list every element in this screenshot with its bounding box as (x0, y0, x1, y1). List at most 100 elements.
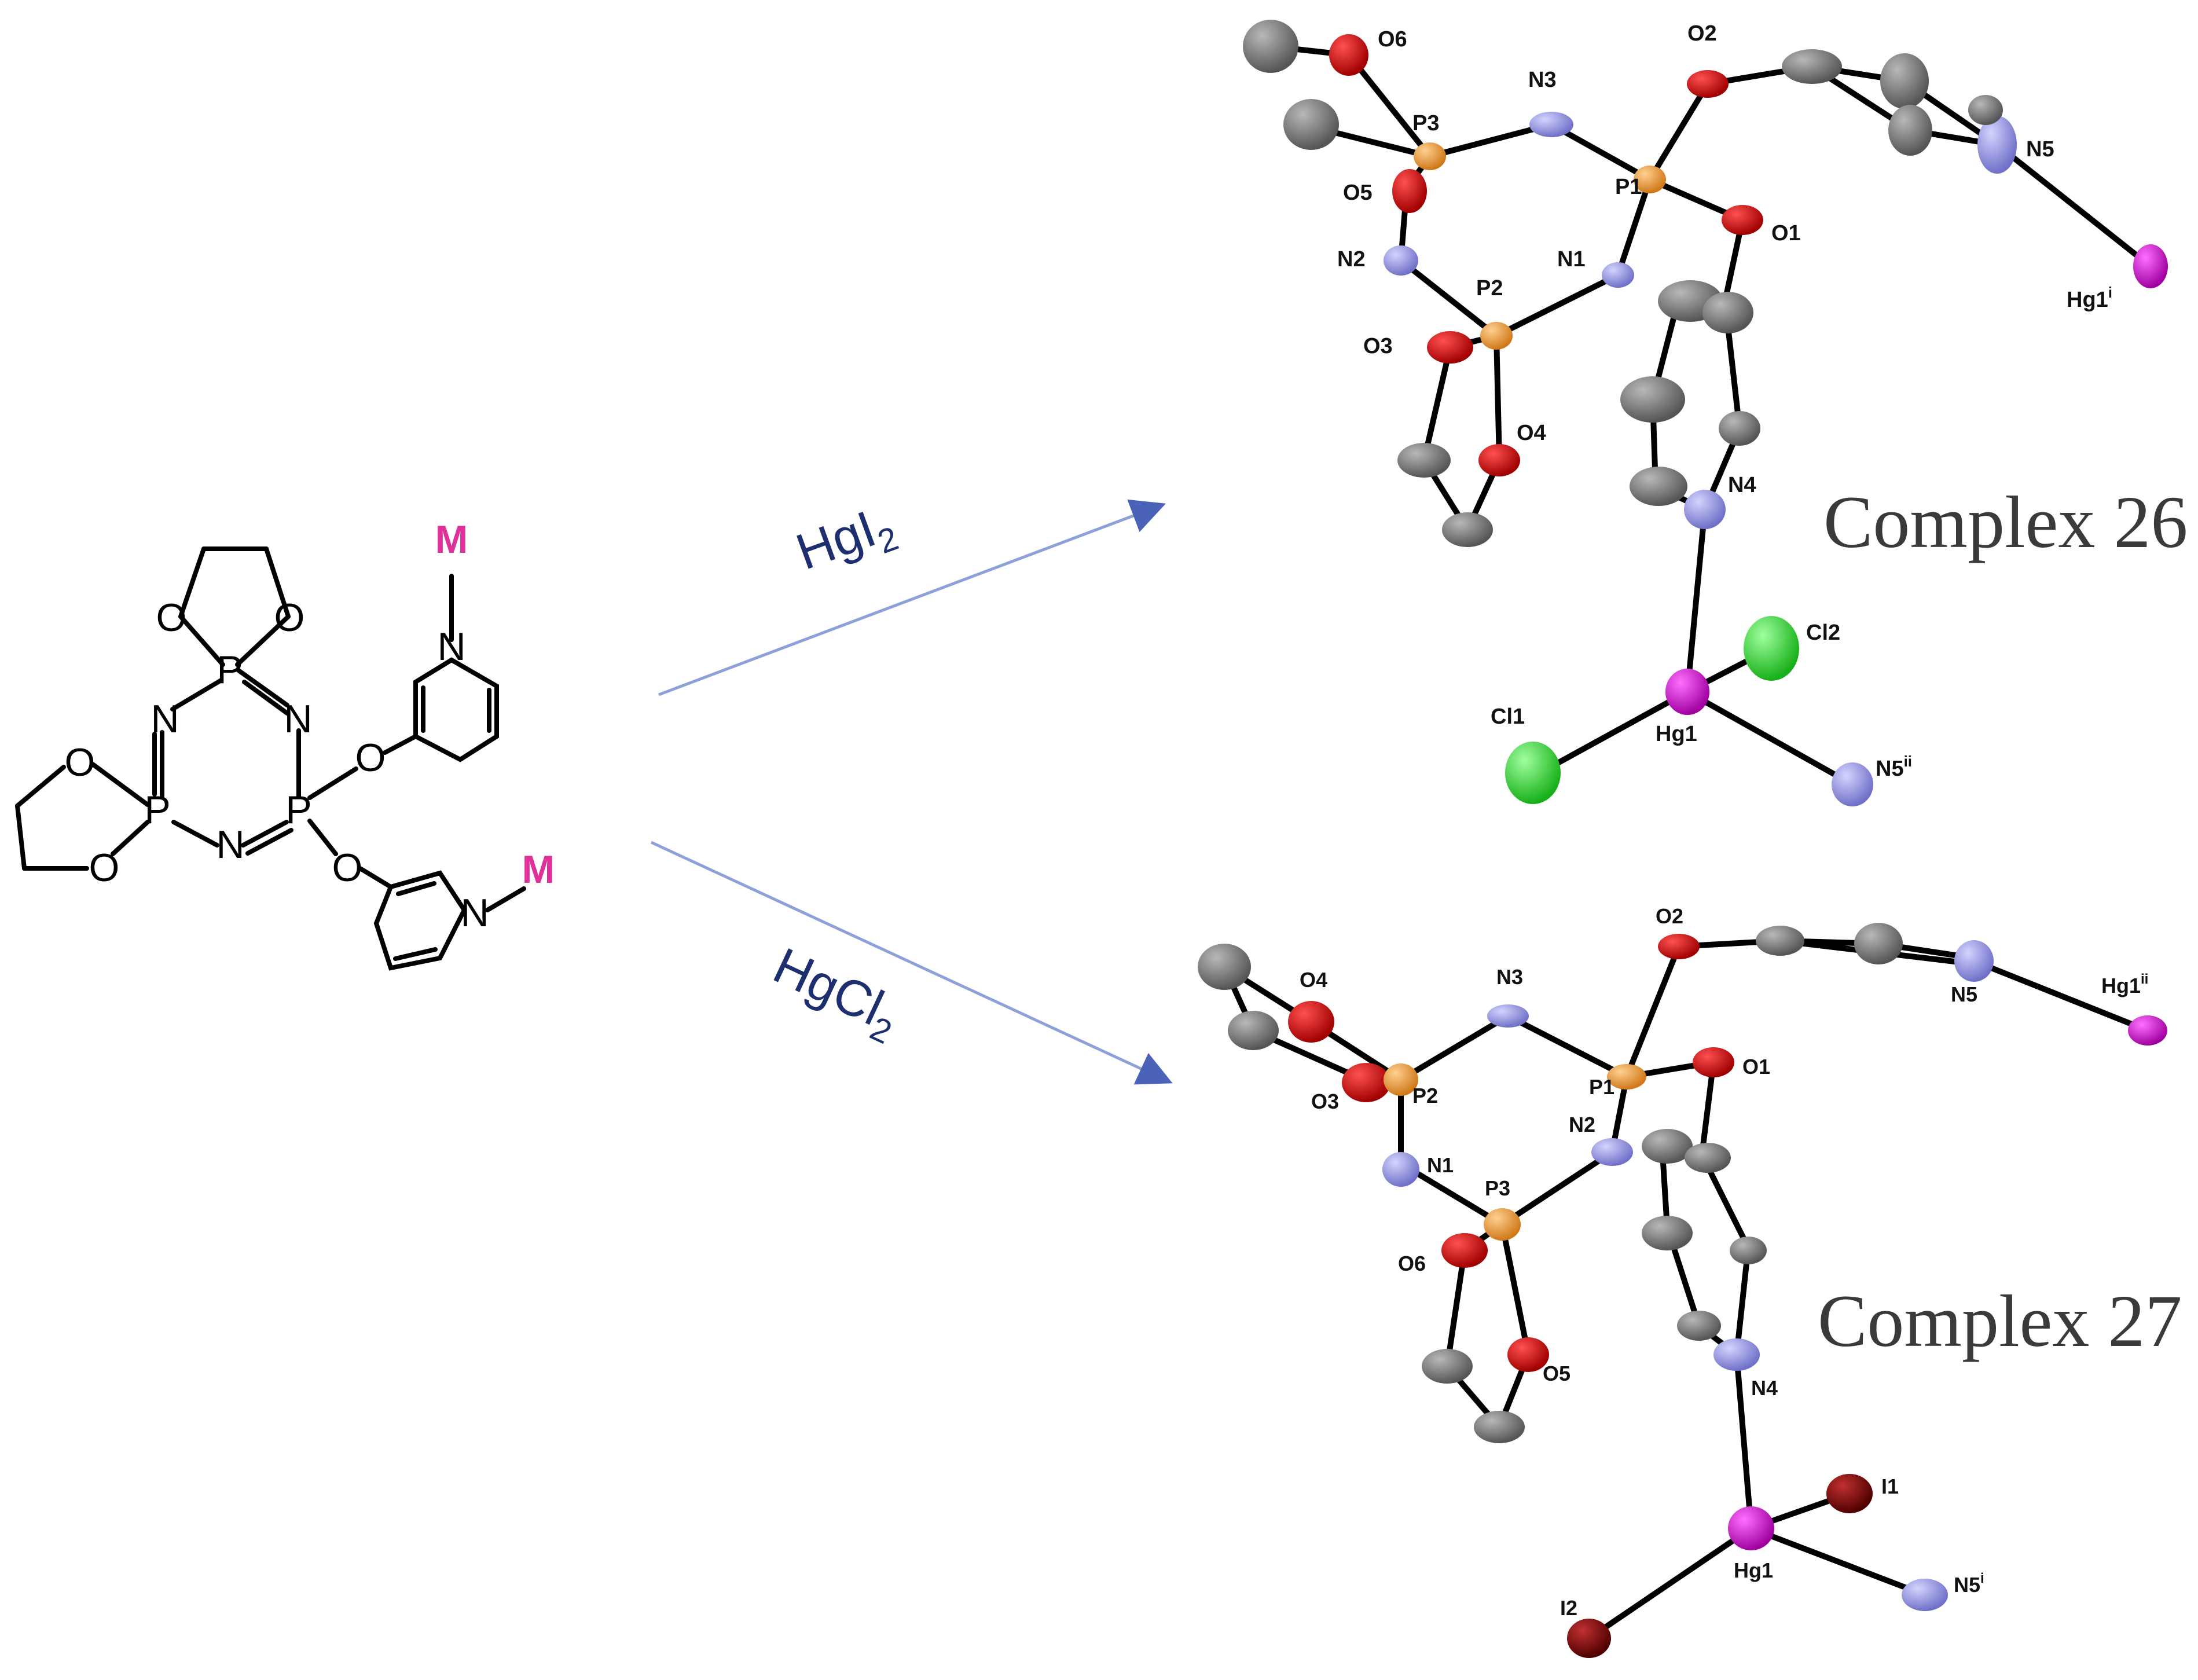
label-c27-O4: O4 (1300, 968, 1327, 992)
label-N1: N1 (1557, 247, 1586, 272)
c27-carbon-10 (1730, 1237, 1767, 1264)
label-c27-N2: N2 (1569, 1113, 1595, 1136)
label-c27-N5: N5 (1951, 982, 1977, 1006)
label-c27-Hg1ii: Hg1ii (2101, 971, 2148, 997)
label-P1: P1 (1615, 175, 1642, 199)
label-c27-P2: P2 (1412, 1084, 1438, 1107)
label-c27-O2: O2 (1656, 904, 1683, 928)
c26-atom-Hg1 (1665, 669, 1709, 715)
c27-carbon-5 (1422, 1349, 1473, 1384)
c27-atom-O3 (1342, 1063, 1390, 1102)
label-N4: N4 (1728, 473, 1756, 497)
label-P2: P2 (1476, 276, 1503, 300)
complex-26-structure: O6 O2 N3 P3 P1 O5 N5 O1 N1 N2 P2 Hg1i O3… (1243, 20, 2168, 806)
label-P3: P3 (1412, 111, 1439, 135)
label-N5: N5 (2026, 137, 2054, 162)
c27-carbon-11 (1677, 1311, 1721, 1341)
complex-27-structure: O4 O2 N3 N5 Hg1ii P2 P1 O1 O3 N2 N1 P3 O… (1198, 904, 2167, 1658)
label-O1: O1 (1771, 221, 1801, 245)
label-c27-Hg1: Hg1 (1734, 1558, 1773, 1582)
c26-atom-P2 (1480, 322, 1513, 350)
c27-atom-Hg1ii (2128, 1015, 2167, 1046)
c26-atom-N4 (1684, 490, 1726, 529)
label-O2: O2 (1687, 21, 1717, 46)
c26-atom-O2 (1687, 70, 1729, 98)
c26-atom-N3 (1529, 112, 1573, 137)
atom-P-right: P (285, 788, 311, 832)
product-title-27: Complex 27 (1818, 1280, 2182, 1362)
c26-carbon-8 (1442, 512, 1493, 547)
c26-carbon-1 (1243, 20, 1298, 73)
label-O5: O5 (1343, 181, 1373, 205)
c27-atom-N1 (1382, 1152, 1419, 1187)
label-c27-O1: O1 (1742, 1055, 1770, 1079)
c27-atom-O5 (1507, 1337, 1549, 1372)
label-N2: N2 (1337, 247, 1366, 272)
c26-atom-Cl1 (1505, 742, 1561, 804)
c27-atom-Hg1 (1728, 1506, 1774, 1550)
c26-carbon-4 (1880, 53, 1929, 109)
c27-carbon-8 (1685, 1143, 1731, 1173)
label-c27-N5i: N5i (1954, 1571, 1984, 1597)
atom-O-top-right: O (274, 596, 305, 640)
c27-atom-N2 (1591, 1138, 1633, 1166)
c27-atom-O1 (1693, 1047, 1734, 1077)
c26-atom-O6 (1329, 34, 1368, 76)
label-Cl1: Cl1 (1491, 705, 1525, 729)
ligand-structure: P P P N N N O O O O O O N N M M (15, 518, 555, 971)
c27-atom-N5 (1954, 940, 1994, 982)
label-c27-N1: N1 (1427, 1153, 1454, 1177)
label-c27-I2: I2 (1560, 1596, 1577, 1620)
c26-carbon-3 (1782, 49, 1842, 84)
c27-atom-O2 (1658, 934, 1700, 959)
c26-atom-Cl2 (1744, 616, 1799, 681)
c27-atom-P3 (1484, 1208, 1521, 1241)
atom-N-left: N (151, 697, 179, 741)
reagent-upper: HgI2 (789, 493, 904, 588)
c26-atom-Hg1i (2133, 244, 2168, 288)
c26-carbon-13 (1630, 467, 1687, 506)
atom-P-left: P (144, 788, 170, 832)
label-Hg1: Hg1 (1656, 722, 1697, 746)
c26-carbon-7 (1397, 443, 1451, 478)
c26-atom-N1 (1602, 262, 1634, 288)
atom-O-aryl-lower: O (332, 846, 363, 890)
c26-atom-N2 (1384, 245, 1418, 276)
c27-carbon-1 (1198, 944, 1251, 990)
c26-carbon-6 (1968, 95, 2003, 125)
c27-atom-N3 (1487, 1004, 1529, 1028)
c27-carbon-6 (1474, 1411, 1525, 1443)
label-N5ii: N5ii (1876, 753, 1912, 781)
c26-carbon-11 (1620, 376, 1685, 423)
c26-atom-O1 (1722, 205, 1763, 235)
metal-M-lower: M (522, 848, 555, 892)
c27-carbon-9 (1642, 1216, 1693, 1250)
reagent-lower: HgCl2 (762, 936, 909, 1051)
c27-atom-N4 (1713, 1338, 1760, 1371)
arrow-upper (658, 499, 1166, 696)
label-O4: O4 (1517, 421, 1546, 445)
c27-atom-P2 (1384, 1063, 1418, 1096)
c26-atom-O4 (1478, 444, 1520, 476)
atom-P-top: P (217, 648, 243, 692)
arrow-lower (650, 841, 1173, 1085)
c26-carbon-5 (1888, 105, 1932, 156)
c27-carbon-4 (1854, 923, 1903, 964)
label-c27-N4: N4 (1751, 1376, 1778, 1400)
c27-carbon-3 (1756, 926, 1804, 956)
atom-O-aryl-upper: O (355, 736, 386, 780)
atom-N-right: N (284, 697, 312, 741)
label-O3: O3 (1363, 334, 1393, 358)
atom-O-left-top: O (65, 740, 96, 784)
atom-N-pyridine-upper: N (437, 625, 465, 669)
c26-atom-P3 (1414, 142, 1446, 170)
c26-carbon-12 (1719, 411, 1760, 446)
atom-N-pyridine-lower: N (460, 891, 489, 935)
label-c27-N3: N3 (1496, 965, 1523, 989)
c26-carbon-2 (1283, 99, 1339, 150)
atom-N-bottom: N (216, 823, 244, 867)
c27-atom-O4 (1288, 1001, 1334, 1043)
c27-atom-P1 (1607, 1064, 1646, 1090)
c26-carbon-10 (1702, 292, 1753, 333)
label-O6: O6 (1378, 27, 1407, 52)
